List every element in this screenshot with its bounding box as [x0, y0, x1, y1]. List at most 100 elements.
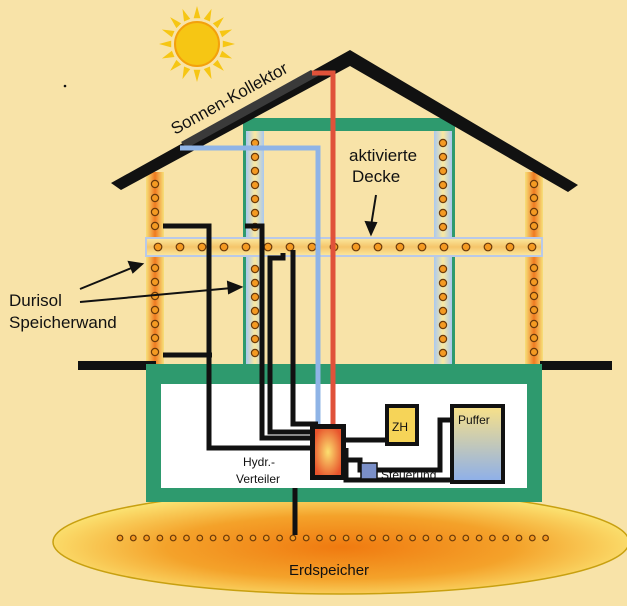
pipe-dot — [150, 221, 160, 231]
pipe-dot — [236, 534, 244, 542]
pipe-dot — [461, 242, 471, 252]
sun-ray — [182, 8, 191, 22]
pipe-dot — [250, 292, 260, 302]
ceiling-label-line2: Decke — [352, 167, 400, 186]
pipe-dot — [150, 179, 160, 189]
pipe-dot — [438, 194, 448, 204]
distribution-pipes — [163, 223, 456, 535]
pipe-dot — [438, 292, 448, 302]
arrow-icon — [79, 260, 145, 290]
ground-storage-label: Erdspeicher — [289, 562, 369, 579]
pipe-dot — [489, 534, 496, 542]
pipe-dot — [435, 534, 443, 542]
pipe-dot — [262, 534, 270, 542]
pipe-dot — [250, 152, 260, 162]
pipe-dot — [529, 347, 539, 357]
pipe-dot — [527, 242, 537, 252]
wall-label-line2: Speicherwand — [9, 313, 117, 332]
pipe-dot — [438, 208, 448, 218]
pipe-dot — [129, 534, 137, 542]
pipe-dot — [438, 278, 448, 288]
pipe-dot — [143, 534, 151, 542]
pipe-dot — [175, 242, 185, 252]
pipe-dot — [197, 242, 207, 252]
sun-ray — [193, 69, 201, 82]
pipe-dot — [438, 166, 448, 176]
sun-ray — [170, 17, 182, 29]
pipe-dot — [150, 277, 160, 287]
pipe-dot — [250, 320, 260, 330]
distributor-label-line2: Verteiler — [236, 472, 280, 486]
pipe-dot — [150, 305, 160, 315]
pipe-dot — [250, 306, 260, 316]
buffer-tank — [450, 404, 505, 484]
ground-storage-pipes — [116, 534, 549, 542]
ceiling-label-line1: aktivierte — [349, 146, 417, 165]
pipe-dot — [250, 348, 260, 358]
control-unit — [360, 462, 378, 480]
pipe-dot — [529, 263, 539, 273]
sun-ray — [203, 66, 212, 80]
sun-ray — [159, 40, 172, 48]
pipe-dot — [542, 534, 549, 542]
pipe-dot — [462, 534, 470, 542]
pipe-dot — [263, 242, 273, 252]
pipe-dot — [302, 534, 310, 542]
pipe-dot — [417, 242, 427, 252]
pipe-dot — [438, 180, 448, 190]
arrow-icon — [364, 194, 378, 237]
pipe-dot — [342, 534, 350, 542]
pipe-dot — [250, 166, 260, 176]
pipe-dot — [529, 193, 539, 203]
sun-ray — [182, 66, 191, 80]
zh-label: ZH — [392, 420, 408, 434]
pipe-dot — [289, 534, 297, 542]
sun-ray — [170, 59, 182, 71]
stray-dot — [63, 84, 67, 88]
sun-ray — [219, 50, 233, 59]
sun-ray — [161, 50, 175, 59]
pipe-dot — [395, 534, 403, 542]
pipe-dot — [150, 207, 160, 217]
zh-heater — [385, 404, 419, 446]
house-body — [146, 172, 542, 368]
pipe-dot — [502, 534, 510, 542]
pipe-dot — [438, 222, 448, 232]
pipe-dot — [529, 305, 539, 315]
sun-icon — [159, 6, 235, 82]
pipe-dot — [505, 242, 515, 252]
pipe-dot — [219, 242, 229, 252]
buffer-label: Puffer — [458, 413, 490, 427]
pipe-dot — [529, 333, 539, 343]
pipe-dot — [150, 319, 160, 329]
pipe-dot — [529, 179, 539, 189]
pipe-dot — [250, 180, 260, 190]
pipe-dot — [116, 534, 124, 542]
pipe-dot — [529, 221, 539, 231]
pipe-dot — [382, 534, 390, 542]
sun-ray — [193, 6, 201, 19]
pipe-dot — [438, 348, 448, 358]
pipe-dot — [409, 534, 417, 542]
sun-ray — [203, 8, 212, 22]
pipe-dot — [222, 534, 230, 542]
ceiling-pipes — [153, 242, 537, 252]
pipe-dot — [250, 334, 260, 344]
pipe-dot — [438, 152, 448, 162]
pipe-dot — [373, 242, 383, 252]
pipe-dot — [249, 534, 257, 542]
sun-ray — [212, 17, 224, 29]
pipe-dot — [483, 242, 493, 252]
pipe-dot — [438, 320, 448, 330]
pipe-dot — [276, 534, 284, 542]
pipe-dot — [250, 194, 260, 204]
pipe-dot — [250, 208, 260, 218]
pipe-dot — [169, 534, 177, 542]
control-label: Steuerung — [381, 468, 436, 482]
wall-label-line1: Durisol — [9, 291, 62, 310]
pipe-dot — [156, 534, 164, 542]
sun-ray — [161, 29, 175, 38]
pipe-dot — [422, 534, 430, 542]
